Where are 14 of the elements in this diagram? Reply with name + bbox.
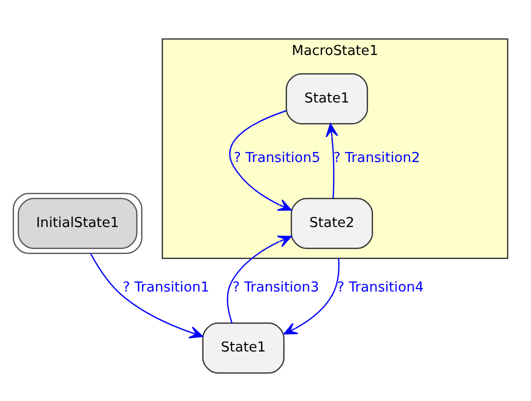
edge-label: ? Transition4 [337,279,424,296]
node-box: InitialState1 [12,192,142,254]
node-box: State2 [290,197,373,248]
arrow [226,235,292,323]
edge-label: ? Transition1 [122,279,210,296]
edge-label: ? Transition5 [234,150,320,166]
arrow [284,258,340,334]
edge-label: ? Transition2 [333,150,420,166]
edge-label: ? Transition3 [232,279,320,296]
node-box: State1 [202,322,284,374]
arrow [90,252,204,338]
arrow [229,110,292,210]
arrow [326,122,338,198]
node-box: State1 [286,72,368,124]
